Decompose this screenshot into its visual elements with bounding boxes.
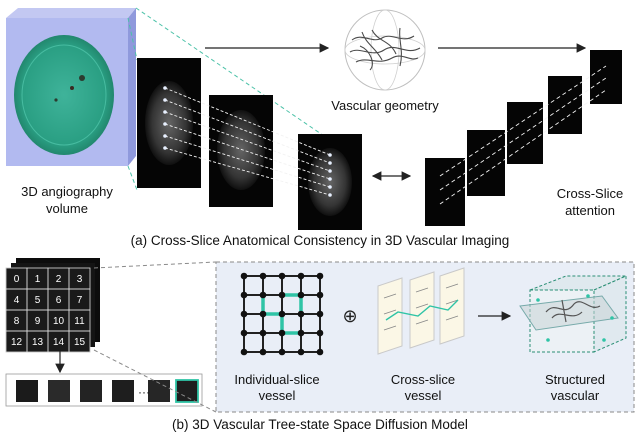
lattice-node [240, 272, 248, 280]
mri-slice [137, 58, 201, 188]
lattice-node [278, 272, 286, 280]
attention-slice-stack [425, 50, 622, 226]
individual-label-line2: vessel [258, 388, 296, 403]
lattice-node [297, 329, 305, 337]
mri-slice-stack [137, 58, 362, 230]
grid-cell-number: 4 [14, 295, 20, 306]
lattice-node [259, 310, 267, 318]
grid-cell-number: 6 [56, 295, 62, 306]
token-sequence [5, 373, 203, 407]
lattice-node [240, 310, 248, 318]
grid-cell-number: 13 [32, 337, 44, 348]
cross-slice-stack [377, 267, 465, 355]
angiography-volume [6, 8, 136, 166]
volume-label-line1: 3D angiography [21, 184, 113, 199]
vascular-geometry-sphere [344, 9, 426, 91]
lattice-node [259, 291, 267, 299]
lattice-node [316, 291, 324, 299]
attention-label-line1: Cross-Slice [556, 186, 624, 201]
grid-cell-number: 1 [35, 274, 41, 285]
grid-cell-number: 11 [74, 316, 85, 327]
structured-label-line1: Structured [545, 372, 605, 387]
attention-slice [467, 130, 505, 196]
lattice-node [259, 272, 267, 280]
lattice-node [297, 291, 305, 299]
lattice-node [240, 291, 248, 299]
attention-slice [590, 50, 622, 104]
grid-cell-number: 12 [11, 337, 23, 348]
cross-label-line1: Cross-slice [390, 372, 456, 387]
structured-volume-cube [519, 275, 627, 353]
grid-cell-number: 5 [35, 295, 41, 306]
plus-symbol: ⊕ [342, 306, 357, 327]
caption-b: (b) 3D Vascular Tree-state Space Diffusi… [172, 417, 468, 432]
geometry-label: Vascular geometry [331, 98, 439, 113]
grid-cell-number: 15 [74, 337, 86, 348]
lattice-node [278, 348, 286, 356]
mri-slice [298, 134, 362, 230]
grid-cell-number: 14 [53, 337, 65, 348]
grid-cell-number: 3 [77, 274, 83, 285]
grid-cell-number: 2 [56, 274, 62, 285]
lattice-node [297, 310, 305, 318]
lattice-node [316, 329, 324, 337]
slice-dots [163, 86, 332, 197]
sequence-ellipsis: ··· [138, 385, 150, 399]
attention-links [439, 65, 607, 205]
volume-label-line2: volume [46, 201, 88, 216]
individual-slice-grid [240, 272, 324, 356]
attention-slice [425, 158, 465, 226]
cross-label-line2: vessel [404, 388, 442, 403]
attention-slice [507, 102, 543, 164]
individual-label-line1: Individual-slice [234, 372, 320, 387]
lattice-node [316, 348, 324, 356]
slice-correspondence-lines [164, 87, 331, 196]
lattice-node [316, 310, 324, 318]
lattice-node [240, 329, 248, 337]
lattice-node [297, 348, 305, 356]
caption-a: (a) Cross-Slice Anatomical Consistency i… [130, 233, 510, 248]
lattice-node [316, 272, 324, 280]
lattice-node [278, 329, 286, 337]
grid-cell [68, 330, 91, 353]
lattice-node [259, 329, 267, 337]
attention-slice [548, 76, 582, 134]
grid-cell-number: 10 [53, 316, 65, 327]
grid-cell-number: 8 [14, 316, 20, 327]
grid-cell-number: 0 [14, 274, 20, 285]
attention-label-line2: attention [565, 203, 615, 218]
mri-slice [209, 95, 273, 207]
grid-cell-number: 9 [35, 316, 41, 327]
lattice-node [278, 310, 286, 318]
volume-to-slices-guides [127, 7, 331, 191]
structured-label-line2: vascular [550, 388, 600, 403]
lattice-node [259, 348, 267, 356]
lattice-node [240, 348, 248, 356]
lattice-node [297, 272, 305, 280]
grid-cell-number: 7 [77, 295, 83, 306]
lattice-node [278, 291, 286, 299]
panel-connector [93, 261, 217, 413]
